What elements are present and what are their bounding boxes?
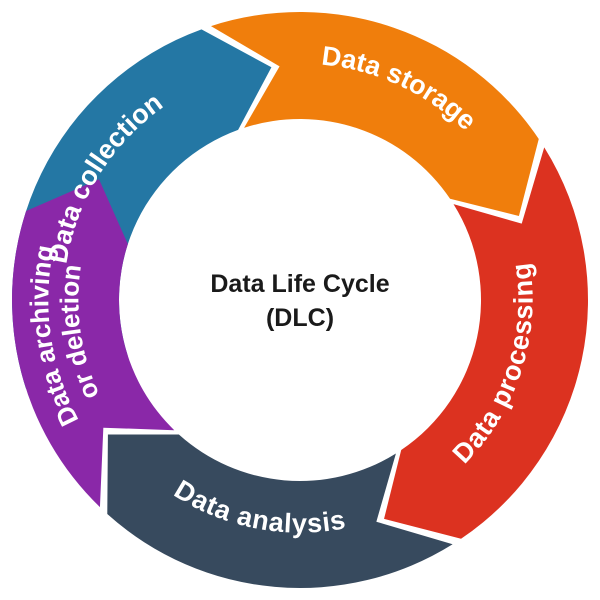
center-title-line2: (DLC) — [266, 304, 334, 332]
cycle-segment-data-archiving-or-deletion[interactable] — [12, 179, 175, 508]
cycle-segment-data-processing[interactable] — [384, 147, 589, 539]
center-text-group: Data Life Cycle (DLC) — [210, 270, 389, 332]
center-title-line1: Data Life Cycle — [210, 270, 389, 298]
cycle-segment-data-storage[interactable] — [211, 12, 539, 216]
cycle-segments — [12, 12, 589, 589]
cycle-segment-data-analysis[interactable] — [107, 434, 453, 589]
